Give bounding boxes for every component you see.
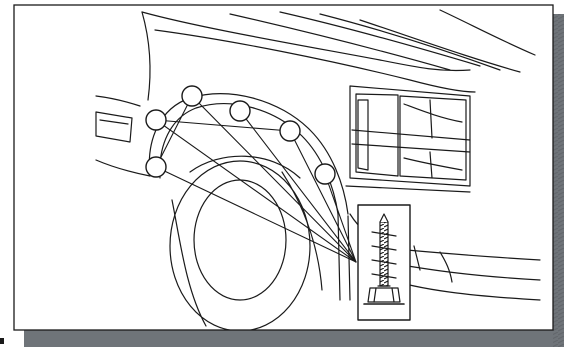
screw-callout-6: [146, 157, 166, 177]
screw-callout-4: [280, 121, 300, 141]
screw-callout-5: [315, 164, 335, 184]
corner-mark: [0, 338, 4, 344]
screw-inset: [358, 205, 410, 320]
screw-callout-2: [182, 86, 202, 106]
screw-callout-3: [230, 101, 250, 121]
screw-callout-1: [146, 110, 166, 130]
